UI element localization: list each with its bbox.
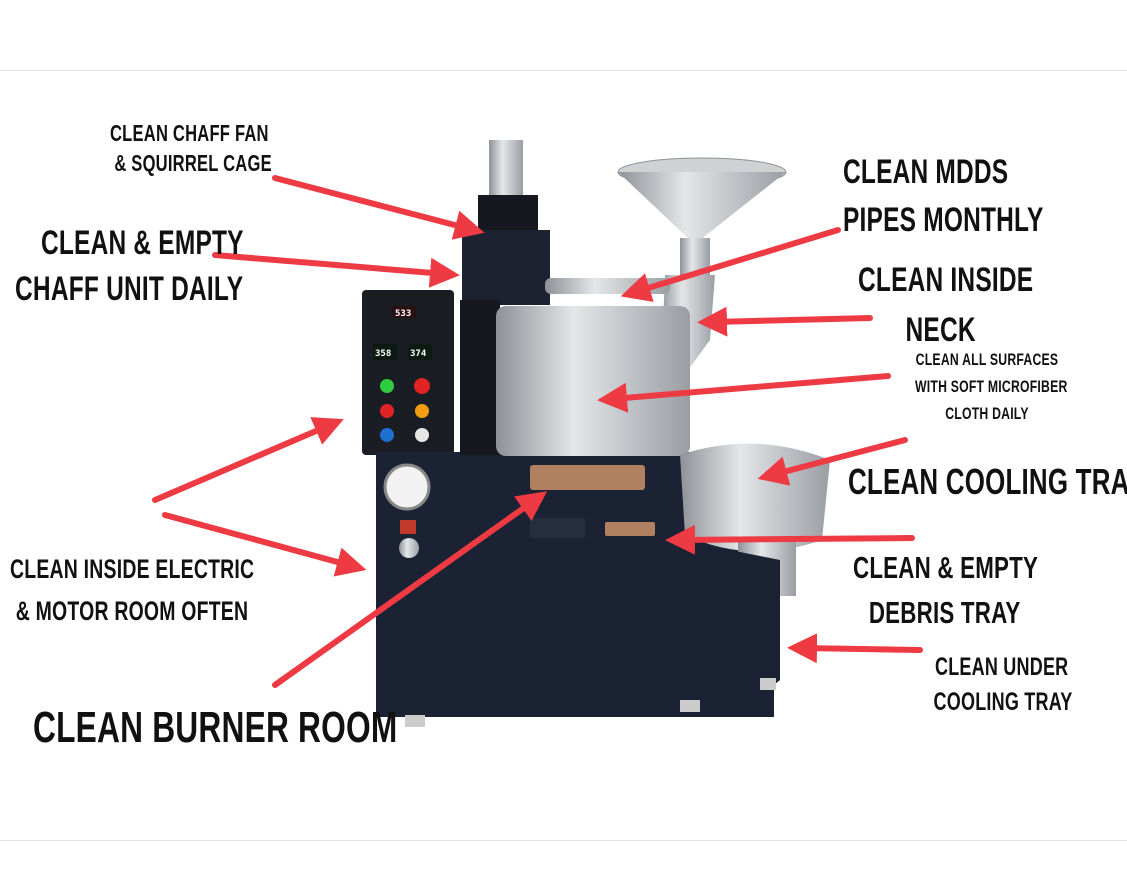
label-line: NECK [905,311,976,349]
emergency-stop-button[interactable] [414,378,430,394]
cooling-tray [680,443,830,552]
foot [680,700,700,712]
arrow-electric-upper [152,417,344,503]
switch [400,520,416,534]
chaff-fan [478,195,538,230]
label-line: PIPES MONTHLY [843,201,1044,239]
label-surfaces: CLEAN ALL SURFACES WITH SOFT MICROFIBER … [915,346,1068,427]
arrow-electric-lower [162,512,367,577]
label-line: CLEAN UNDER [935,653,1069,681]
blue-button[interactable] [380,428,394,442]
gas-valve [399,538,419,558]
burner-window [530,465,645,490]
right-readout-display [408,344,432,360]
label-cooling-tray: CLEAN COOLING TRAY [848,461,1127,502]
arrow-neck [697,306,873,337]
label-line: & MOTOR ROOM OFTEN [15,596,249,626]
roasting-drum [496,306,690,456]
arrow-mdds [620,227,841,302]
left-readout: 358 [375,349,391,359]
foot [760,678,776,690]
top-readout: 533 [395,309,411,319]
label-chaff-fan: CLEAN CHAFF FAN & SQUIRREL CAGE [110,118,272,178]
chaff-unit [462,230,550,305]
label-line: CLEAN & EMPTY [853,550,1039,585]
arrow-chaff-fan [272,175,485,240]
top-divider [0,70,1127,71]
label-line: CHAFF UNIT DAILY [15,270,244,308]
label-line: CLEAN INSIDE ELECTRIC [10,554,255,584]
label-chaff-unit: CLEAN & EMPTY CHAFF UNIT DAILY [15,220,244,312]
left-readout-display [373,344,397,360]
cooling-base [680,540,780,705]
motor-housing [460,300,500,455]
red-button[interactable] [380,404,394,418]
arrow-cooling-tray [757,437,908,486]
label-line: & SQUIRREL CAGE [114,150,272,176]
chimney [489,140,523,198]
label-line: CLEAN INSIDE [858,261,1034,299]
label-line: CLOTH DAILY [945,404,1029,423]
hopper [618,172,786,240]
top-readout-display [392,306,416,318]
start-button[interactable] [380,379,394,393]
label-line: CLEAN & EMPTY [40,224,244,262]
label-line: CLEAN MDDS [843,153,1009,191]
debris-tray-handle [605,522,655,536]
orange-button[interactable] [415,404,429,418]
label-electric: CLEAN INSIDE ELECTRIC & MOTOR ROOM OFTEN [10,548,254,632]
foot [405,715,425,727]
label-under-cooling: CLEAN UNDER COOLING TRAY [933,650,1073,720]
arrow-under-cooling [787,633,923,664]
label-neck: CLEAN INSIDE NECK [858,255,1033,355]
arrow-chaff-unit [212,252,460,288]
label-line: COOLING TRAY [933,688,1073,716]
label-line: DEBRIS TRAY [868,595,1021,630]
label-mdds: CLEAN MDDS PIPES MONTHLY [843,148,1044,244]
vent-grille [530,518,585,538]
arrow-debris-tray [665,524,915,555]
white-button[interactable] [415,428,429,442]
label-debris-tray: CLEAN & EMPTY DEBRIS TRAY [853,545,1038,635]
label-burner: CLEAN BURNER ROOM [33,703,398,752]
pressure-gauge [383,463,431,511]
label-line: CLEAN ALL SURFACES [915,350,1059,369]
bottom-divider [0,840,1127,841]
label-line: CLEAN CHAFF FAN [110,120,269,146]
arrow-burner [272,491,548,688]
right-readout: 374 [410,349,427,359]
arrow-surfaces [597,373,891,413]
label-line: WITH SOFT MICROFIBER [915,377,1068,396]
